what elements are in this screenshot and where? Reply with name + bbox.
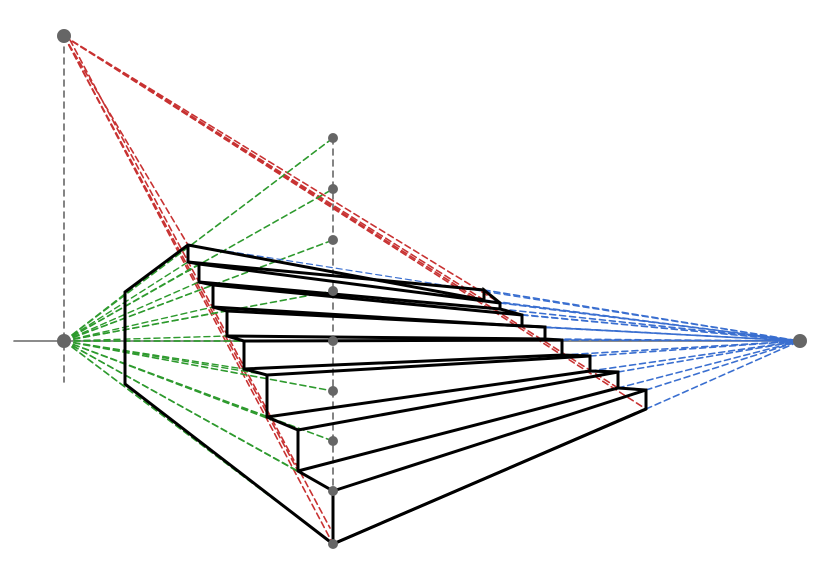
- green-guide-step-13: [63, 263, 200, 342]
- tread-edge-4: [211, 283, 524, 317]
- measure-point-2: [328, 235, 338, 245]
- red-slope-guides: [63, 35, 647, 545]
- red-guide-5: [63, 35, 619, 389]
- tread-edge-8: [242, 338, 564, 343]
- blue-guide-12: [617, 340, 801, 373]
- blue-guide-near-0: [187, 244, 801, 342]
- blue-guide-13: [617, 340, 801, 389]
- stair-side-outline: [123, 243, 334, 546]
- tread-edge-11: [265, 369, 592, 419]
- tread-edge-3: [197, 280, 502, 311]
- tread-edge-1: [186, 260, 486, 292]
- construction-points: [57, 29, 807, 549]
- red-guide-6: [63, 35, 189, 246]
- measure-point-3: [328, 286, 338, 296]
- tread-edge-0: [186, 243, 486, 302]
- green-guide-step-4: [63, 340, 268, 418]
- green-guide-step-12: [63, 281, 200, 342]
- tread-edge-7: [225, 334, 547, 341]
- green-guide-step-9: [63, 310, 228, 342]
- tread-edge-2: [197, 262, 502, 305]
- tread-edge-14: [331, 388, 648, 493]
- vanishing-point-right: [793, 334, 807, 348]
- staircase-outline: [123, 243, 648, 546]
- green-guide-step-11: [63, 284, 214, 342]
- measure-point-7: [328, 486, 338, 496]
- blue-guide-10: [589, 340, 801, 357]
- green-guide-step-8: [63, 335, 228, 342]
- measure-point-0: [328, 133, 338, 143]
- tread-edge-10: [265, 354, 592, 377]
- measure-point-8: [328, 539, 338, 549]
- measure-point-4: [328, 336, 338, 346]
- green-guide-step-2: [63, 340, 299, 472]
- red-guide-1: [63, 35, 299, 472]
- blue-guide-15: [645, 340, 801, 410]
- measure-point-5: [328, 386, 338, 396]
- tread-edge-13: [296, 386, 620, 473]
- red-guide-extra: [69, 39, 331, 529]
- green-guide-step-10: [63, 306, 214, 342]
- vanishing-point-upper: [57, 29, 71, 43]
- stair-front-profile: [186, 245, 335, 544]
- tread-edge-9: [242, 353, 564, 371]
- blue-guide-9: [561, 340, 801, 356]
- measure-point-6: [328, 436, 338, 446]
- blue-guide-8: [561, 339, 801, 342]
- blue-guide-14: [645, 340, 801, 391]
- red-guide-3: [63, 35, 501, 304]
- tread-edge-12: [296, 370, 620, 432]
- bottom-edge: [331, 407, 648, 546]
- blue-guide-3: [499, 308, 801, 342]
- green-guide-measure-0: [63, 137, 334, 342]
- vanishing-point-left: [57, 334, 71, 348]
- measure-point-1: [328, 184, 338, 194]
- blue-guide-11: [589, 340, 801, 372]
- tread-edge-6: [225, 309, 547, 329]
- green-guide-step-6: [63, 340, 245, 370]
- green-guide-measure-5: [63, 340, 334, 392]
